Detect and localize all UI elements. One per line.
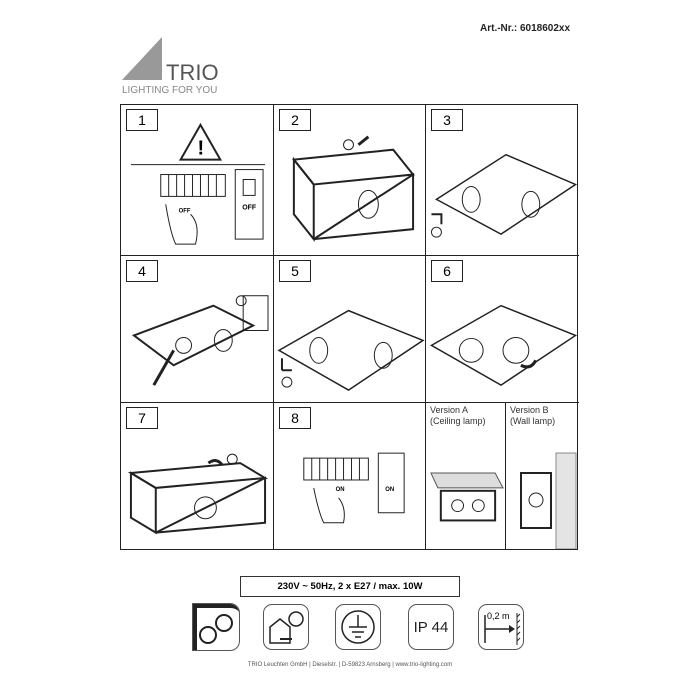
step-number: 3 bbox=[431, 109, 463, 131]
electrical-spec: 230V ~ 50Hz, 2 x E27 / max. 10W bbox=[240, 576, 460, 597]
step-1: 1 ! OFF OFF bbox=[121, 105, 274, 256]
indoor-use-icon bbox=[263, 604, 309, 650]
svg-text:0,2 m: 0,2 m bbox=[487, 611, 510, 621]
step-2: 2 bbox=[274, 105, 426, 256]
version-a-subtitle: (Ceiling lamp) bbox=[430, 416, 486, 426]
step-6: 6 bbox=[426, 256, 579, 403]
article-number: Art.-Nr.: 6018602xx bbox=[480, 23, 571, 34]
version-b-title: Version B bbox=[510, 405, 549, 415]
step-7: 7 bbox=[121, 403, 274, 549]
ceiling-wall-mount-icon bbox=[192, 603, 240, 651]
ip-rating-icon: IP 44 bbox=[408, 604, 454, 650]
protective-earth-icon bbox=[335, 604, 381, 650]
logo-name: TRIO bbox=[166, 60, 219, 85]
step-number: 4 bbox=[126, 260, 158, 282]
ip-rating-text: IP 44 bbox=[413, 618, 449, 636]
step-number: 7 bbox=[126, 407, 158, 429]
step-4: 4 bbox=[121, 256, 274, 403]
step-number: 2 bbox=[279, 109, 311, 131]
svg-text:ON: ON bbox=[385, 487, 394, 493]
svg-text:OFF: OFF bbox=[242, 204, 256, 211]
step-5: 5 bbox=[274, 256, 426, 403]
version-a-title: Version A bbox=[430, 405, 469, 415]
step-number: 6 bbox=[431, 260, 463, 282]
svg-text:ON: ON bbox=[336, 487, 345, 493]
version-b: Version B(Wall lamp) bbox=[506, 403, 579, 549]
step-number: 5 bbox=[279, 260, 311, 282]
step-number: 1 bbox=[126, 109, 158, 131]
svg-text:!: ! bbox=[197, 138, 204, 160]
step-number: 8 bbox=[279, 407, 311, 429]
step-8: 8 ON ON bbox=[274, 403, 426, 549]
version-b-subtitle: (Wall lamp) bbox=[510, 416, 556, 426]
step-3: 3 bbox=[426, 105, 579, 256]
min-distance-icon: 0,2 m bbox=[478, 604, 524, 650]
trio-logo: TRIO LIGHTING FOR YOU bbox=[122, 22, 232, 97]
logo-tagline: LIGHTING FOR YOU bbox=[122, 85, 217, 96]
footer-address: TRIO Leuchten GmbH | Dieselstr. | D-5982… bbox=[247, 662, 453, 668]
version-a: Version A(Ceiling lamp) bbox=[426, 403, 506, 549]
svg-text:OFF: OFF bbox=[179, 208, 191, 214]
